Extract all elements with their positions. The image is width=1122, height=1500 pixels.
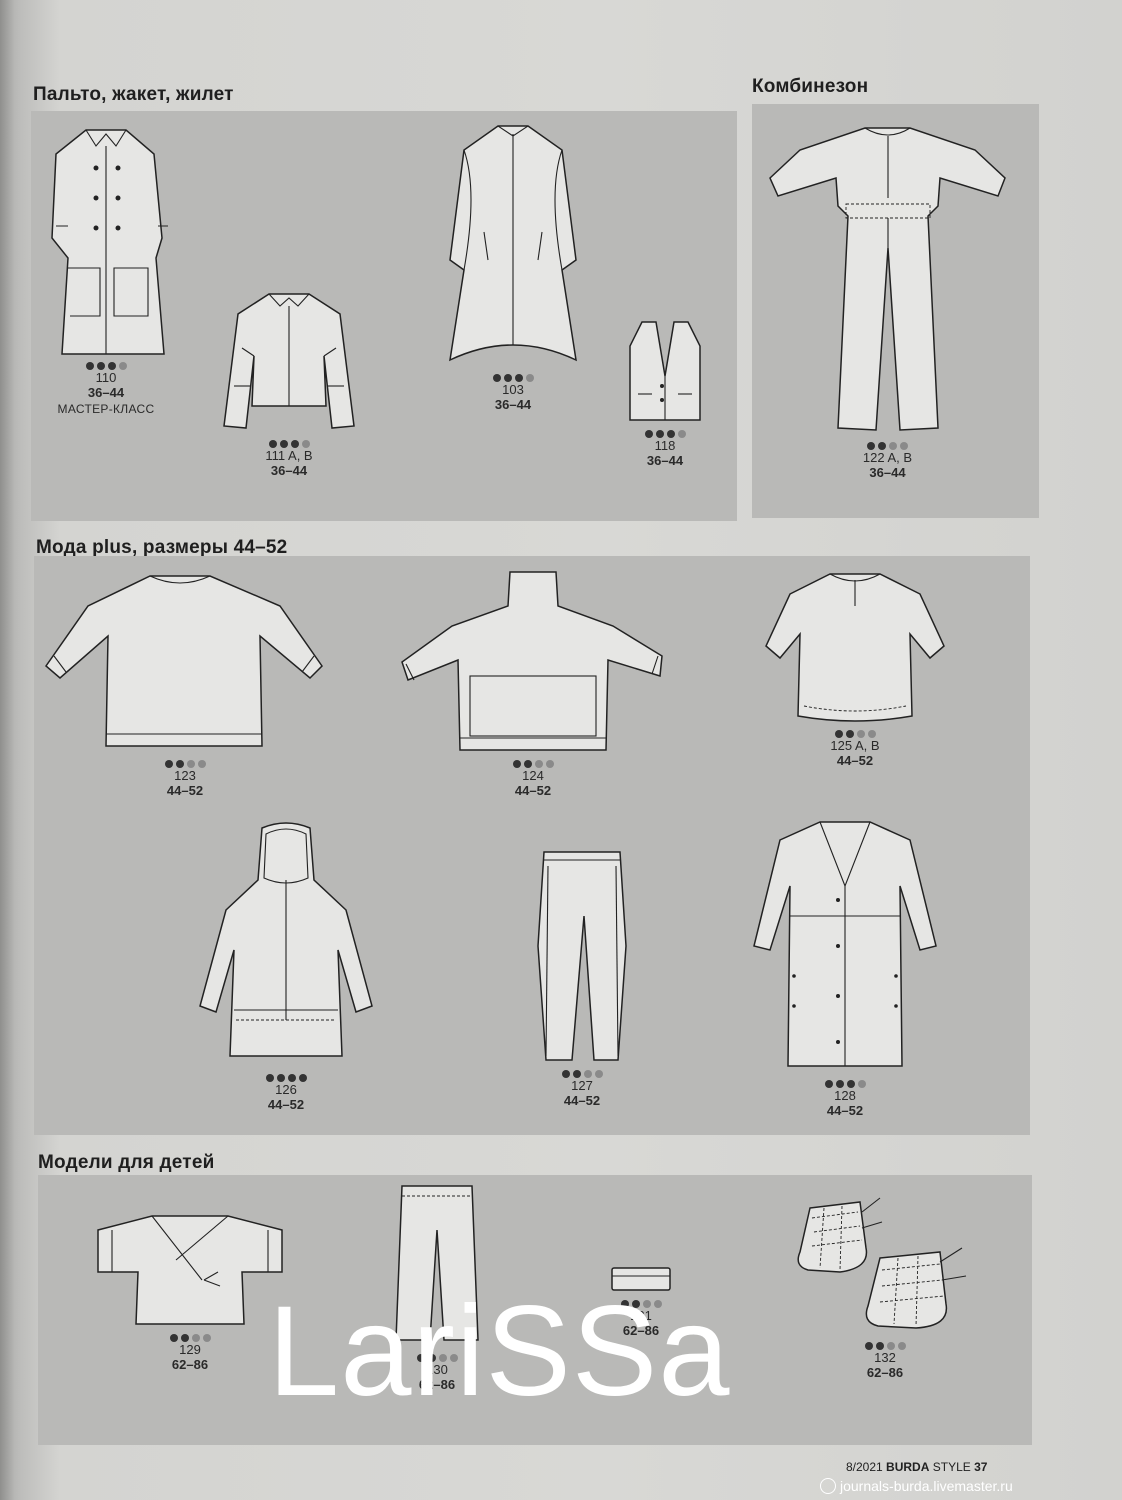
globe-icon bbox=[820, 1478, 836, 1494]
model-number: 122 A, B bbox=[862, 450, 913, 465]
page-number: 37 bbox=[974, 1460, 988, 1474]
cardigan-128-illustration bbox=[753, 821, 937, 1067]
difficulty-dots bbox=[760, 730, 950, 738]
watermark-text: LariSSa bbox=[268, 1280, 731, 1423]
difficulty-dots bbox=[38, 362, 174, 370]
model-number: 110 bbox=[95, 370, 117, 385]
difficulty-dots bbox=[596, 1300, 686, 1308]
difficulty-dots bbox=[398, 760, 668, 768]
difficulty-dots bbox=[392, 1354, 482, 1362]
source-url: journals-burda.livemaster.ru bbox=[840, 1478, 1013, 1494]
source-credit: journals-burda.livemaster.ru bbox=[820, 1478, 1013, 1494]
model-123[interactable]: 123 44–52 bbox=[40, 566, 330, 798]
model-122[interactable]: 122 A, B 36–44 bbox=[760, 118, 1015, 480]
model-sizes: 44–52 bbox=[166, 783, 204, 798]
difficulty-dots bbox=[92, 1334, 288, 1342]
difficulty-dots bbox=[214, 440, 364, 448]
model-125[interactable]: 125 A, B 44–52 bbox=[760, 566, 950, 768]
difficulty-dots bbox=[438, 374, 588, 382]
model-127[interactable]: 127 44–52 bbox=[522, 846, 642, 1108]
model-sizes: 44–52 bbox=[836, 753, 874, 768]
model-number: 130 bbox=[426, 1362, 448, 1377]
leggings-127-illustration bbox=[537, 851, 627, 1061]
model-130[interactable]: 130 62–86 bbox=[392, 1180, 482, 1392]
model-110[interactable]: 110 36–44 МАСТЕР-КЛАСС bbox=[38, 118, 174, 416]
difficulty-dots bbox=[40, 760, 330, 768]
difficulty-dots bbox=[790, 1342, 980, 1350]
model-number: 123 bbox=[174, 768, 196, 783]
coat-110-illustration bbox=[51, 129, 168, 355]
turtleneck-124-illustration bbox=[401, 571, 663, 751]
difficulty-dots bbox=[522, 1070, 642, 1078]
page-spine-shadow bbox=[0, 0, 14, 1500]
model-number: 111 A, B bbox=[265, 448, 313, 463]
model-132[interactable]: 132 62–86 bbox=[790, 1188, 980, 1380]
difficulty-dots bbox=[620, 430, 710, 438]
difficulty-dots bbox=[196, 1074, 376, 1082]
model-number: 129 bbox=[179, 1342, 201, 1357]
model-number: 132 bbox=[874, 1350, 896, 1365]
model-sizes: 62–86 bbox=[418, 1377, 456, 1392]
model-number: 127 bbox=[571, 1078, 593, 1093]
model-124[interactable]: 124 44–52 bbox=[398, 566, 668, 798]
model-sizes: 62–86 bbox=[622, 1323, 660, 1338]
section-title-plus: Мода plus, размеры 44–52 bbox=[36, 537, 288, 558]
model-number: 124 bbox=[522, 768, 544, 783]
magazine-style: STYLE bbox=[932, 1460, 971, 1474]
model-sizes: 62–86 bbox=[171, 1357, 209, 1372]
master-class-label: МАСТЕР-КЛАСС bbox=[57, 402, 155, 416]
anorak-126-illustration bbox=[199, 822, 373, 1057]
model-129[interactable]: 129 62–86 bbox=[92, 1210, 288, 1372]
blouse-125-illustration bbox=[765, 573, 945, 722]
model-number: 118 bbox=[654, 438, 676, 453]
model-sizes: 36–44 bbox=[270, 463, 308, 478]
difficulty-dots bbox=[750, 1080, 940, 1088]
wrap-top-129-illustration bbox=[97, 1215, 283, 1325]
headband-131-illustration bbox=[611, 1267, 671, 1291]
model-number: 131 bbox=[630, 1308, 652, 1323]
booties-132-illustration bbox=[797, 1197, 967, 1329]
model-103[interactable]: 103 36–44 bbox=[438, 120, 588, 412]
model-128[interactable]: 128 44–52 bbox=[750, 816, 940, 1118]
model-number: 128 bbox=[834, 1088, 856, 1103]
magazine-brand: BURDA bbox=[886, 1460, 930, 1474]
model-sizes: 62–86 bbox=[866, 1365, 904, 1380]
model-131[interactable]: 131 62–86 bbox=[596, 1262, 686, 1338]
model-number: 103 bbox=[502, 382, 524, 397]
jacket-111-illustration bbox=[223, 293, 355, 429]
sweatshirt-123-illustration bbox=[44, 575, 323, 747]
vest-118-illustration bbox=[629, 321, 701, 421]
model-sizes: 36–44 bbox=[494, 397, 532, 412]
model-sizes: 44–52 bbox=[826, 1103, 864, 1118]
model-number: 125 A, B bbox=[830, 738, 880, 753]
section-title-coats: Пальто, жакет, жилет bbox=[33, 84, 234, 105]
model-111[interactable]: 111 A, B 36–44 bbox=[214, 286, 364, 478]
difficulty-dots bbox=[760, 442, 1015, 450]
issue-number: 8/2021 bbox=[846, 1460, 883, 1474]
model-126[interactable]: 126 44–52 bbox=[196, 820, 376, 1112]
pants-130-illustration bbox=[395, 1185, 479, 1341]
page-footer: 8/2021 BURDA STYLE 37 bbox=[846, 1460, 987, 1474]
model-sizes: 36–44 bbox=[87, 385, 125, 400]
jumpsuit-122-illustration bbox=[769, 127, 1006, 431]
model-number: 126 bbox=[275, 1082, 297, 1097]
model-sizes: 36–44 bbox=[869, 465, 906, 480]
model-sizes: 44–52 bbox=[267, 1097, 305, 1112]
coat-103-illustration bbox=[449, 125, 577, 362]
model-sizes: 36–44 bbox=[646, 453, 684, 468]
section-title-kids: Модели для детей bbox=[38, 1152, 215, 1173]
model-sizes: 44–52 bbox=[563, 1093, 601, 1108]
model-118[interactable]: 118 36–44 bbox=[620, 316, 710, 468]
model-sizes: 44–52 bbox=[514, 783, 552, 798]
section-title-jumpsuit: Комбинезон bbox=[752, 76, 869, 97]
